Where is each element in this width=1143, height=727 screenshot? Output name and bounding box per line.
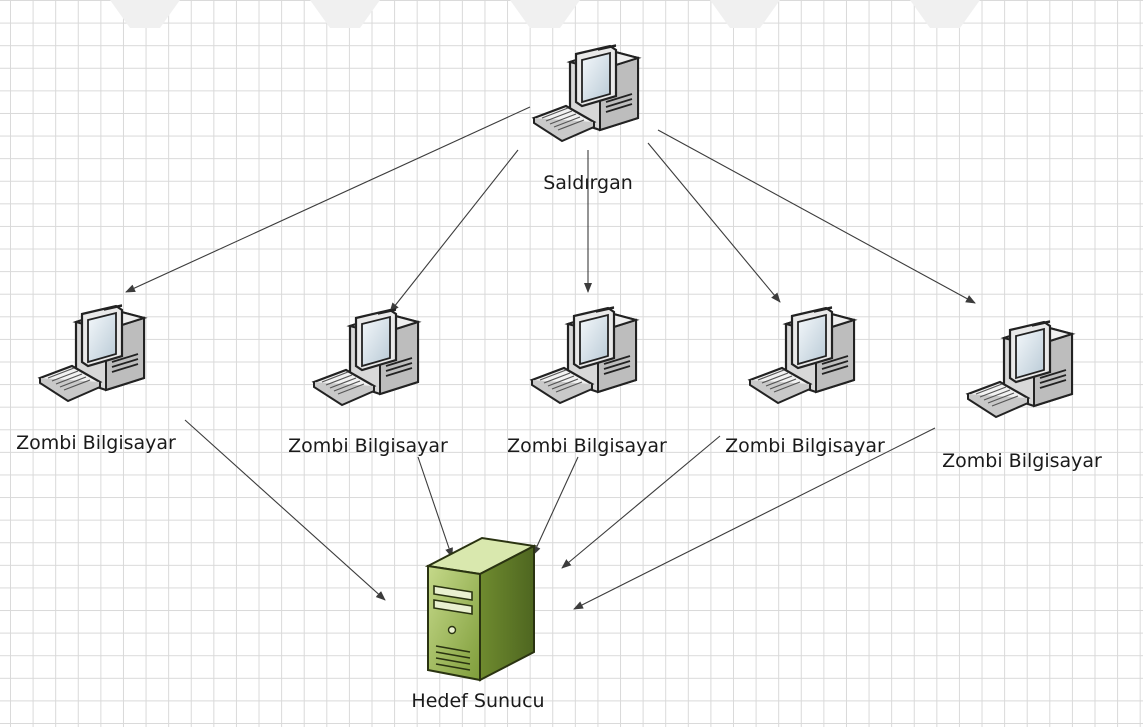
- computer-icon: [530, 44, 650, 154]
- edge-attacker-zombie-4: [647, 142, 781, 303]
- computer-icon: [746, 306, 866, 416]
- edge-attacker-zombie-5: [657, 129, 976, 304]
- computer-icon: [528, 306, 648, 416]
- computer-icon: [310, 308, 430, 418]
- server-icon: [424, 536, 538, 682]
- zombie-label: Zombi Bilgisayar: [16, 432, 176, 454]
- edge-zombie-3-target: [532, 456, 579, 556]
- computer-icon: [36, 304, 156, 414]
- zombie-label: Zombi Bilgisayar: [942, 450, 1102, 472]
- edge-zombie-1-target: [184, 419, 386, 601]
- edge-zombie-5-target: [573, 427, 936, 610]
- edge-attacker-zombie-2: [389, 149, 519, 313]
- computer-icon: [964, 320, 1084, 430]
- edge-attacker-zombie-1: [125, 106, 531, 293]
- target-label: Hedef Sunucu: [411, 690, 545, 712]
- zombie-label: Zombi Bilgisayar: [725, 435, 885, 457]
- edge-zombie-2-target: [417, 456, 453, 558]
- zombie-label: Zombi Bilgisayar: [507, 435, 667, 457]
- edge-zombie-4-target: [561, 435, 721, 569]
- zombie-label: Zombi Bilgisayar: [288, 435, 448, 457]
- attacker-label: Saldırgan: [543, 172, 633, 194]
